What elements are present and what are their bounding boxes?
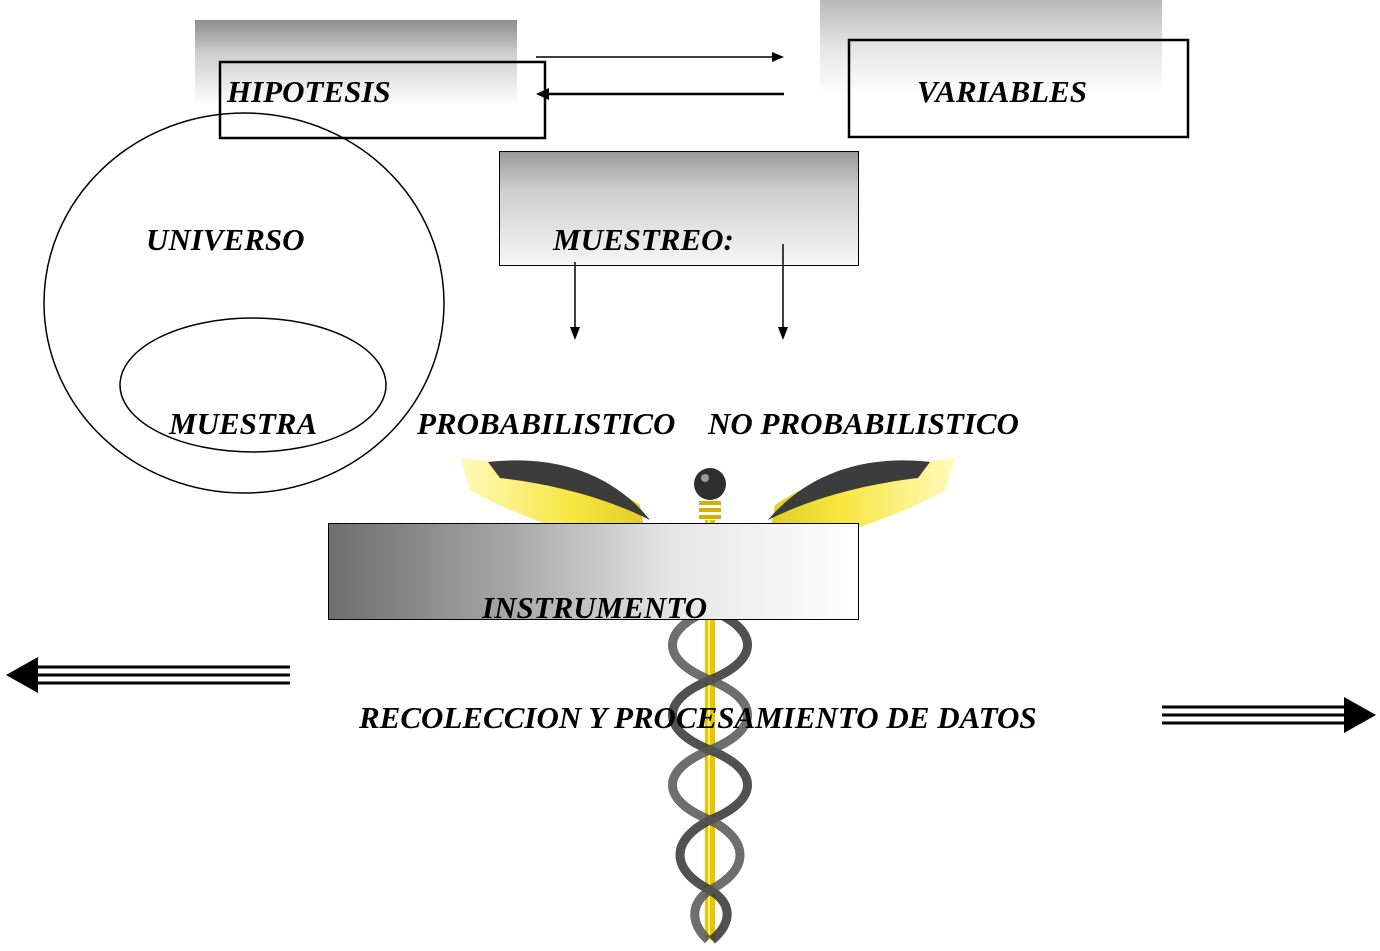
muestra-ellipse [119,317,387,453]
hipotesis-box [218,60,547,140]
universo-circle [43,112,445,494]
variables-label: VARIABLES [917,74,1088,109]
instrumento-label: INSTRUMENTO [482,590,708,625]
hipotesis-label: HIPOTESIS [227,74,391,109]
probabilistico-label: PROBABILISTICO [417,406,676,441]
variables-box [847,38,1190,139]
instrumento-box [328,523,859,620]
right-double-arrow-icon [1162,697,1376,733]
left-double-arrow-icon [6,657,290,693]
muestreo-box [499,151,859,266]
universo-label: UNIVERSO [146,222,305,257]
no-probabilistico-label: NO PROBABILISTICO [708,406,1019,441]
variables-shade [820,0,1162,96]
recoleccion-label: RECOLECCION Y PROCESAMIENTO DE DATOS [359,700,1037,735]
muestra-label: MUESTRA [169,406,318,441]
muestreo-label: MUESTREO: [553,222,734,257]
